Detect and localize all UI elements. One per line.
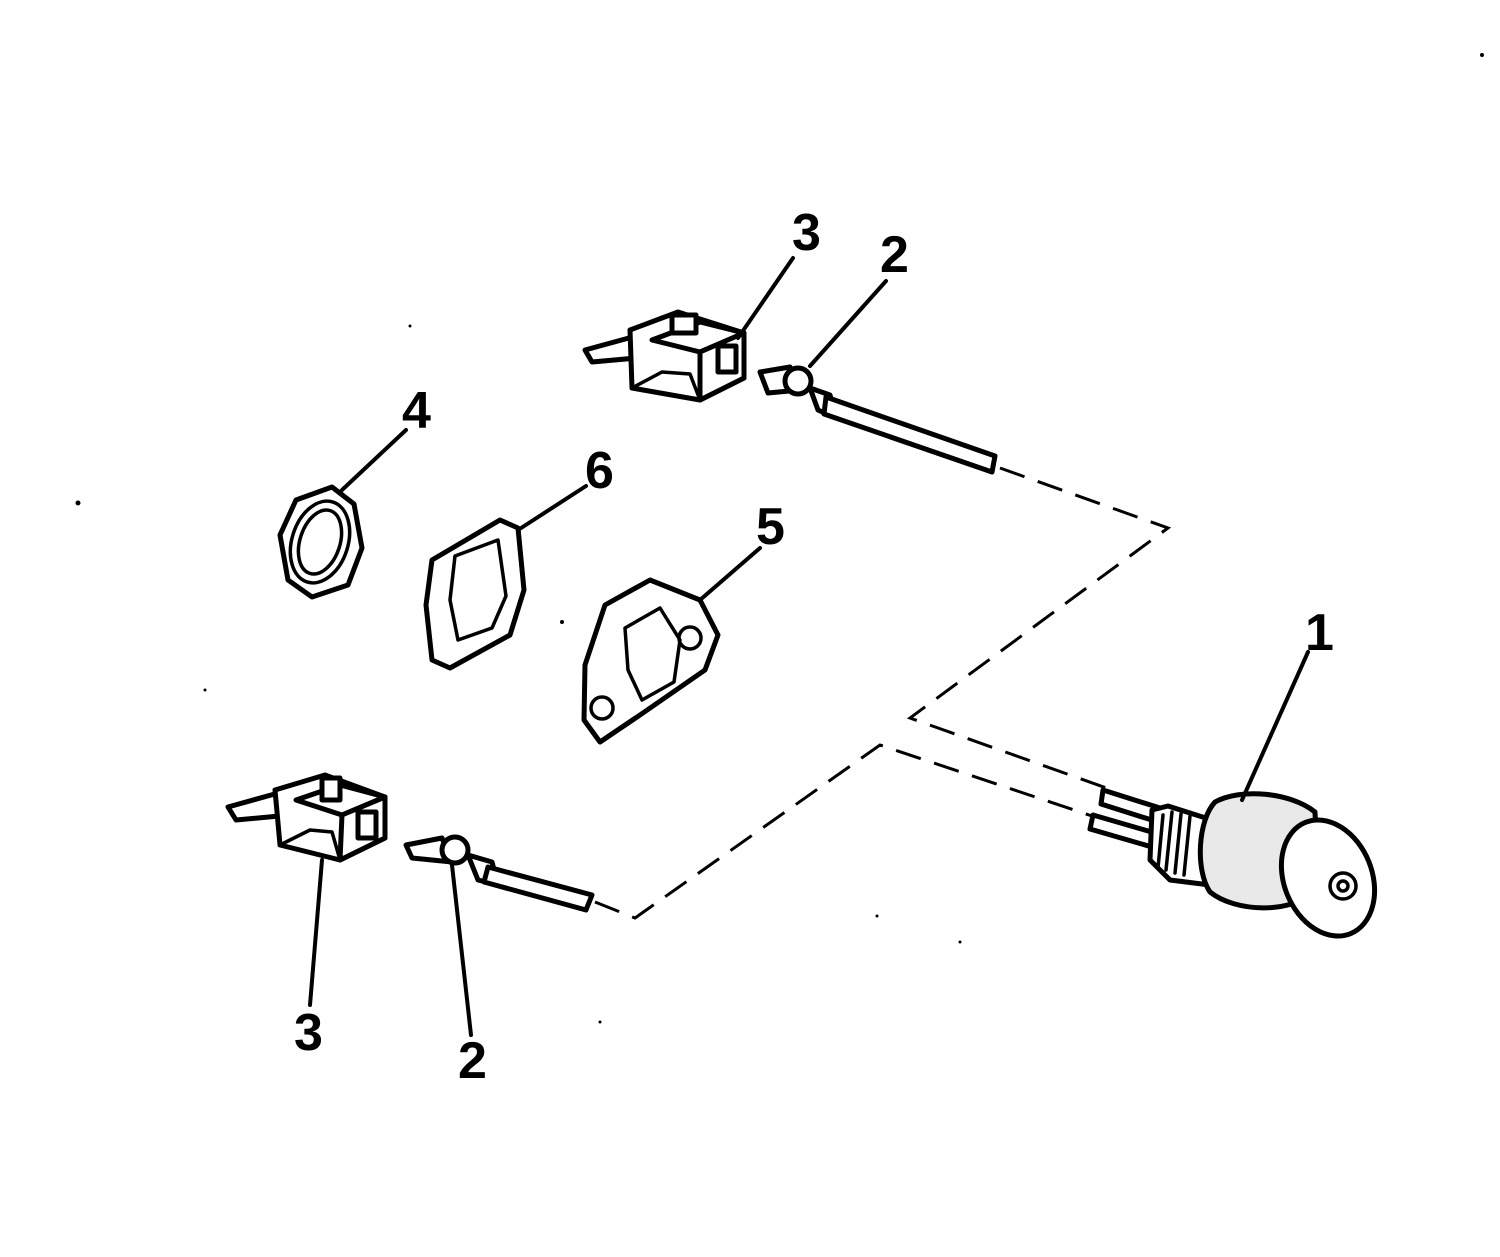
leader-line-2-upper — [808, 279, 888, 368]
scan-specks — [75, 53, 1484, 1024]
leader-line-1 — [1240, 650, 1310, 802]
lower-wire-dashed-path — [594, 743, 1099, 920]
gasket-part — [423, 517, 527, 671]
leader-line-5 — [698, 546, 762, 602]
leader-line-4 — [340, 428, 408, 492]
leader-lines — [308, 256, 1310, 1037]
callout-4: 4 — [402, 382, 431, 440]
terminal-lower-part — [403, 834, 595, 913]
leader-line-6 — [516, 484, 588, 532]
callout-labels: 1 2 3 4 5 6 3 2 — [294, 204, 1334, 1090]
callout-3-upper: 3 — [792, 204, 821, 262]
callout-2-upper: 2 — [880, 226, 909, 284]
connector-lower-part — [225, 772, 388, 863]
leader-line-3-lower — [308, 858, 324, 1007]
hex-nut-part — [277, 484, 365, 600]
mounting-plate-part — [581, 577, 721, 745]
sender-part — [1087, 787, 1378, 939]
callout-2-lower: 2 — [458, 1032, 487, 1090]
leader-line-2-lower — [450, 863, 473, 1037]
connector-upper-part — [582, 309, 747, 403]
callout-3-lower: 3 — [294, 1004, 323, 1062]
upper-wire-dashed-path — [906, 466, 1172, 792]
callout-1: 1 — [1305, 604, 1334, 662]
callout-5: 5 — [756, 498, 785, 556]
terminal-upper-part — [757, 364, 998, 475]
wiring-dashed-lines — [594, 466, 1172, 920]
leader-line-3-upper — [736, 256, 795, 340]
callout-6: 6 — [585, 442, 614, 500]
